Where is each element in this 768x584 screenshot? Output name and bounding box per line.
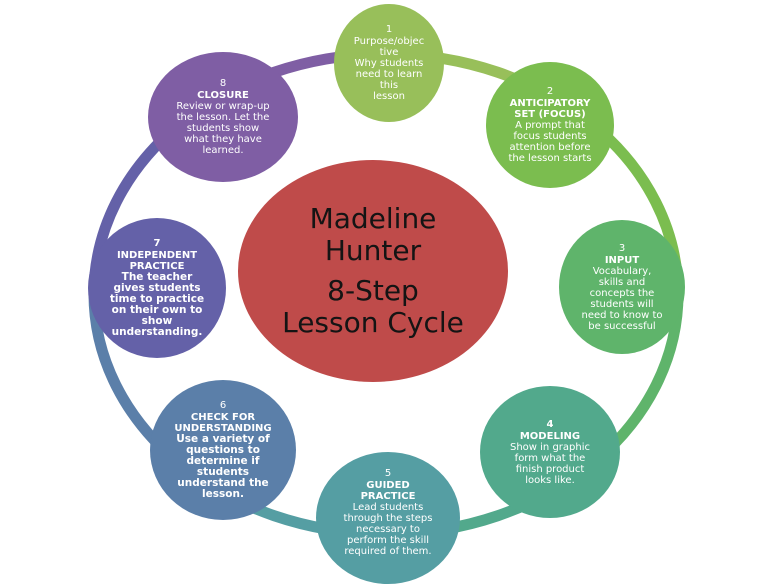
step-title: GUIDED PRACTICE <box>360 480 416 502</box>
step-number: 8 <box>219 78 227 89</box>
step-line: through the steps <box>343 513 433 524</box>
step-line: Use a variety of <box>176 433 270 445</box>
step-title: CLOSURE <box>197 90 249 101</box>
step-line: looks like. <box>525 474 575 486</box>
step-line: understanding. <box>111 326 203 338</box>
step-4-node: 4 MODELING Show in graphic form what the… <box>480 386 620 518</box>
step-line: Review or wrap-up <box>176 101 270 112</box>
step-line: the lesson starts <box>508 153 592 164</box>
center-title-line-3: 8-Step <box>327 274 419 307</box>
step-line: finish product <box>515 463 585 475</box>
center-title-line-4: Lesson Cycle <box>282 306 464 339</box>
step-title: MODELING <box>519 430 581 442</box>
step-line: Why students <box>354 58 424 69</box>
step-8-node: 8 CLOSURE Review or wrap-up the lesson. … <box>148 52 298 182</box>
center-title-ellipse: Madeline Hunter 8-Step Lesson Cycle <box>238 160 508 382</box>
step-number: 1 <box>385 24 393 35</box>
step-line: the lesson. Let the <box>176 112 270 123</box>
step-7-node: 7 INDEPENDENT PRACTICE The teacher gives… <box>88 218 226 358</box>
step-line: show <box>141 315 173 327</box>
step-title: INDEPENDENT PRACTICE <box>116 250 198 272</box>
step-line: Show in graphic <box>509 441 590 453</box>
step-line: Vocabulary, <box>592 265 652 277</box>
step-5-node: 5 GUIDED PRACTICE Lead students through … <box>316 452 460 584</box>
step-1-node: 1 Purpose/objec tive Why students need t… <box>334 4 444 122</box>
step-line: students will <box>590 298 654 310</box>
center-title-line-1: Madeline <box>309 202 437 235</box>
step-6-node: 6 CHECK FOR UNDERSTANDING Use a variety … <box>150 380 296 520</box>
step-line: what they have <box>184 134 262 145</box>
step-2-node: 2 ANTICIPATORY SET (FOCUS) A prompt that… <box>486 62 614 188</box>
step-line: concepts the <box>589 287 655 299</box>
step-line: on their own to <box>111 304 203 316</box>
step-number: 7 <box>153 238 161 249</box>
step-line: need to learn <box>355 69 423 80</box>
step-line: Purpose/objec <box>353 36 425 47</box>
step-line: students <box>196 466 250 478</box>
step-line: necessary to <box>356 524 420 535</box>
step-line: tive <box>379 47 399 58</box>
step-3-node: 3 INPUT Vocabulary, skills and concepts … <box>559 220 685 354</box>
center-title-line-2: Hunter <box>324 234 422 267</box>
step-number: 5 <box>384 468 392 479</box>
step-line: time to practice <box>109 293 205 305</box>
step-line: be successful <box>588 320 656 332</box>
step-line: lesson <box>373 91 405 102</box>
step-number: 2 <box>546 86 554 97</box>
step-line: learned. <box>202 145 244 156</box>
step-line: need to know to <box>581 309 663 321</box>
step-line: understand the <box>177 477 269 489</box>
step-number: 4 <box>546 418 554 430</box>
step-line: gives students <box>113 282 201 294</box>
step-line: lesson. <box>202 488 244 500</box>
step-title: ANTICIPATORY SET (FOCUS) <box>509 98 591 120</box>
step-line: skills and <box>598 276 646 288</box>
step-title: INPUT <box>604 254 640 266</box>
step-line: required of them. <box>344 546 432 557</box>
step-line: focus students <box>513 131 587 142</box>
step-line: form what the <box>514 452 586 464</box>
step-line: determine if <box>186 455 260 467</box>
step-line: questions to <box>186 444 260 456</box>
step-line: this <box>379 80 399 91</box>
step-number: 3 <box>618 242 626 254</box>
step-title: CHECK FOR UNDERSTANDING <box>174 412 272 434</box>
step-number: 6 <box>219 400 227 411</box>
step-line: attention before <box>509 142 591 153</box>
step-line: A prompt that <box>515 120 585 131</box>
step-line: Lead students <box>352 502 424 513</box>
step-line: The teacher <box>121 271 193 283</box>
step-line: perform the skill <box>346 535 430 546</box>
step-line: students show <box>186 123 260 134</box>
